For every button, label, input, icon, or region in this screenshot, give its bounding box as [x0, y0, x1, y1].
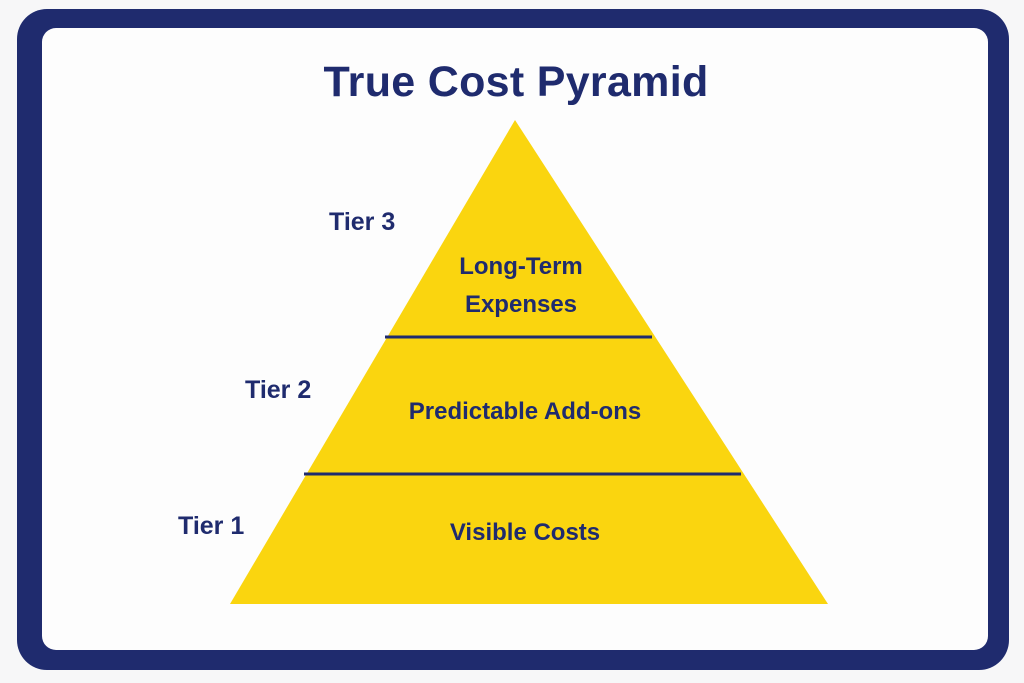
section-long-term-expenses: Long-Term Expenses [405, 248, 637, 324]
section-long-term-line1: Long-Term [459, 253, 583, 280]
section-visible-costs: Visible Costs [449, 519, 601, 546]
tier-3-label: Tier 3 [329, 208, 396, 236]
section-long-term-line2: Expenses [464, 291, 578, 318]
tier-1-label: Tier 1 [178, 512, 245, 540]
section-predictable-add-ons: Predictable Add-ons [408, 398, 642, 425]
pyramid-shape [230, 120, 828, 604]
tier-2-label: Tier 2 [245, 376, 312, 404]
diagram-title: True Cost Pyramid [323, 58, 709, 106]
